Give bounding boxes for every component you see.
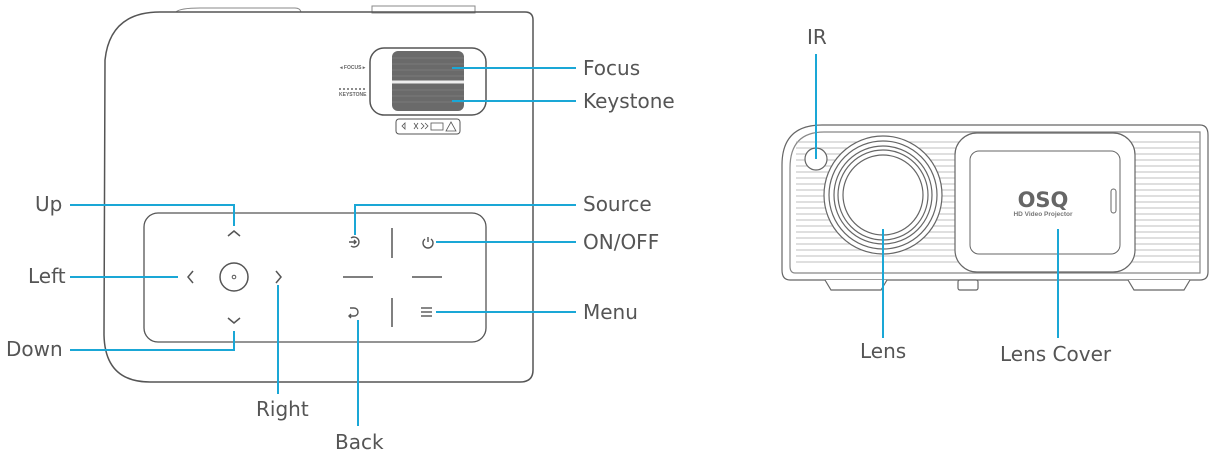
label-ir: IR	[807, 25, 827, 49]
label-keystone: Keystone	[583, 89, 675, 113]
label-right: Right	[256, 397, 309, 421]
label-lens-cover: Lens Cover	[1000, 342, 1112, 366]
chevron-up-icon[interactable]	[227, 230, 241, 237]
label-menu: Menu	[583, 300, 638, 324]
label-left: Left	[28, 264, 66, 288]
chevron-right-icon[interactable]	[275, 270, 282, 284]
focus-mark: ◂ FOCUS ▸	[339, 65, 366, 71]
menu-icon[interactable]	[421, 307, 432, 317]
source-icon[interactable]	[349, 236, 360, 248]
label-focus: Focus	[583, 56, 641, 80]
label-back: Back	[335, 430, 384, 454]
focus-keystone-wheel[interactable]: ◂ FOCUS ▸ KEYSTONE	[339, 47, 487, 116]
ok-circle-icon[interactable]	[219, 262, 249, 292]
brand-logo: OSQ	[1018, 188, 1069, 212]
keystone-mark: KEYSTONE	[339, 92, 367, 98]
power-icon[interactable]	[422, 237, 434, 249]
chevron-left-icon[interactable]	[187, 270, 194, 284]
back-icon[interactable]	[348, 307, 359, 319]
chevron-down-icon[interactable]	[227, 317, 241, 324]
warning-icon	[395, 118, 461, 135]
callout-lines-top-view	[70, 67, 576, 426]
label-down: Down	[6, 337, 63, 361]
lens	[823, 135, 943, 255]
label-lens: Lens	[860, 339, 907, 363]
control-panel	[143, 212, 487, 343]
lens-cover[interactable]: OSQ HD Video Projector	[954, 132, 1136, 273]
callout-lines-front-view	[815, 54, 1059, 338]
label-on-off: ON/OFF	[583, 230, 660, 254]
label-up: Up	[35, 192, 63, 216]
label-source: Source	[583, 192, 652, 216]
projector-top-view	[103, 5, 534, 383]
brand-subtitle: HD Video Projector	[1013, 211, 1073, 218]
